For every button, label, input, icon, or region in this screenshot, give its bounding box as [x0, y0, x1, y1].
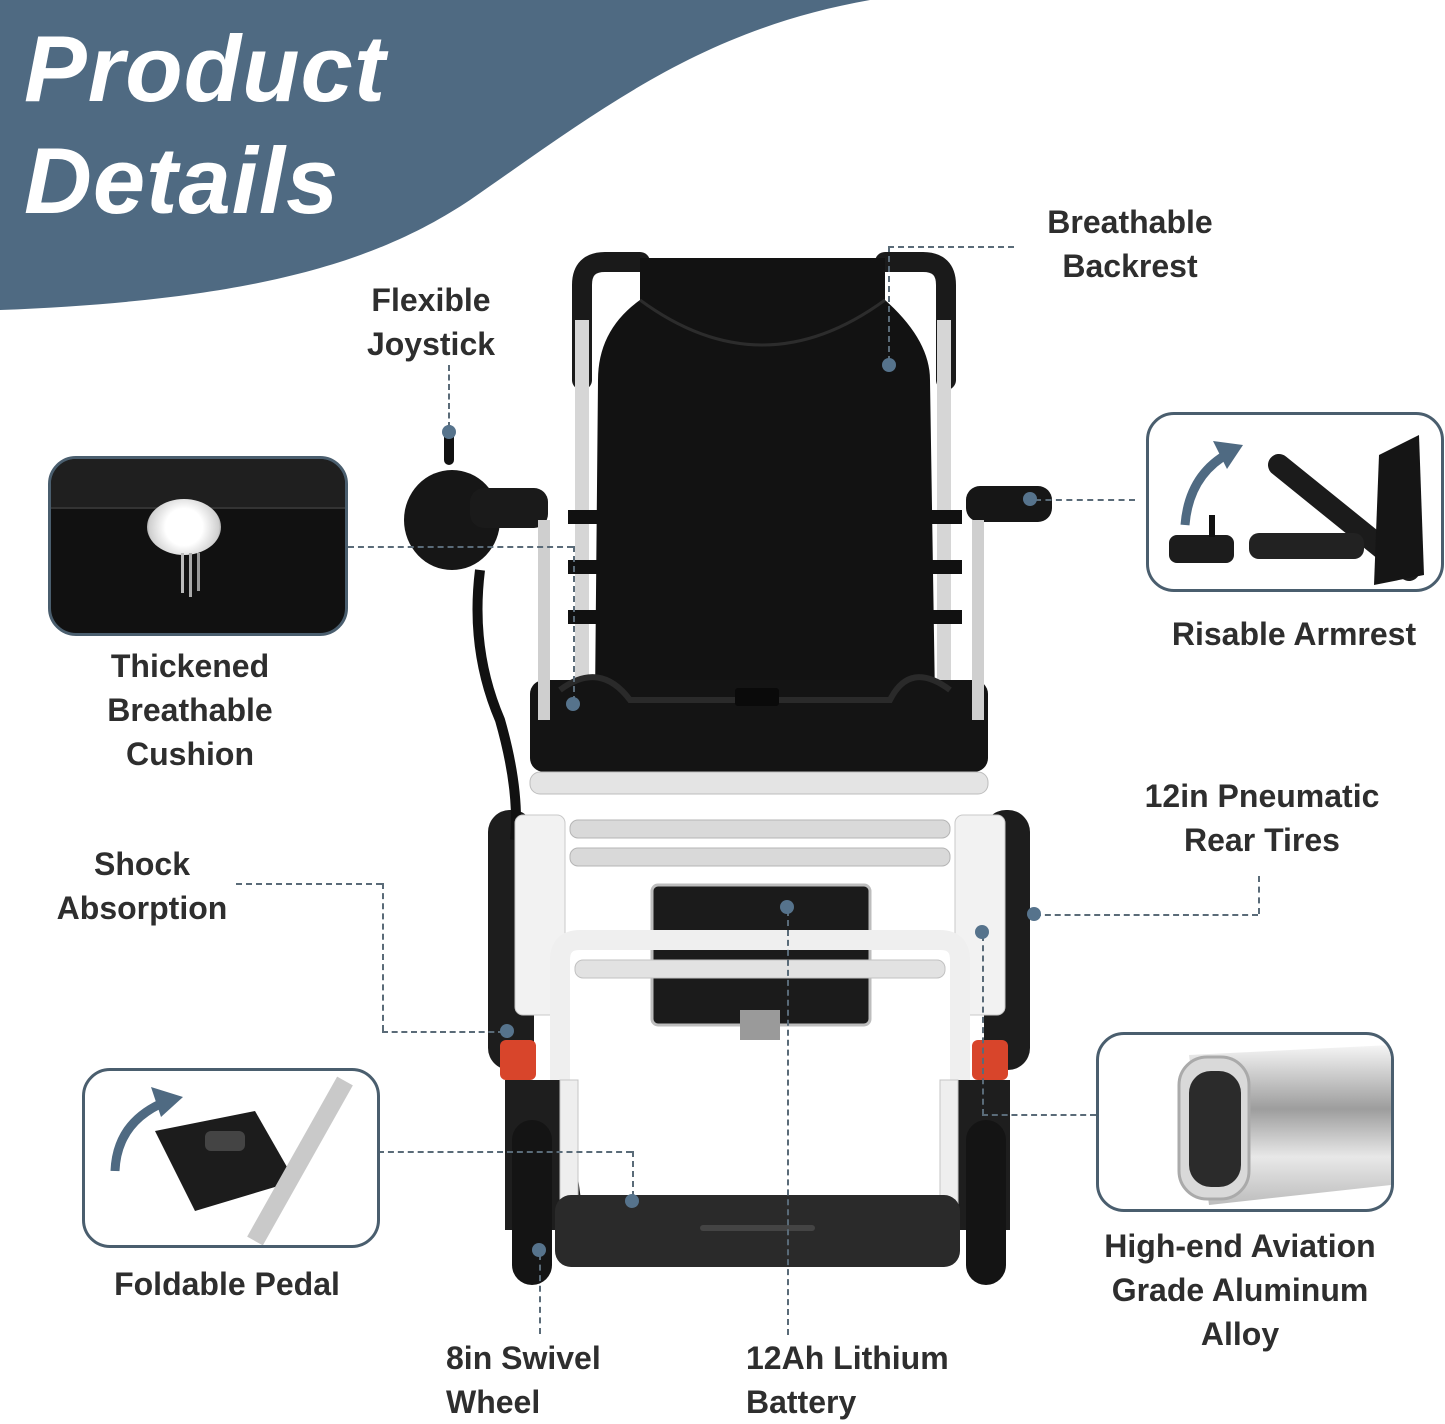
alloy-marker-dot	[975, 925, 989, 939]
tires-marker-dot	[1027, 907, 1041, 921]
armrest-marker-dot	[1023, 492, 1037, 506]
alloy-inset-image	[1096, 1032, 1394, 1212]
battery-marker-dot	[780, 900, 794, 914]
leader-alloy-h	[982, 1114, 1096, 1116]
pedal-inset-image	[82, 1068, 380, 1248]
label-shock: Shock Absorption	[56, 846, 228, 926]
leader-tires-h	[1035, 914, 1258, 916]
cushion-marker-dot	[566, 697, 580, 711]
leader-battery	[787, 910, 789, 1335]
label-armrest: Risable Armrest	[1171, 616, 1417, 652]
label-backrest: Breathable Backrest	[1047, 204, 1213, 284]
leader-tires-v	[1258, 876, 1260, 914]
header-banner	[0, 0, 870, 310]
page-title-line1: Product	[24, 16, 387, 121]
leader-shock-h2	[382, 1031, 504, 1033]
leader-armrest	[1035, 499, 1135, 501]
leader-pedal-h	[378, 1151, 632, 1153]
armrest-inset-image	[1146, 412, 1444, 592]
label-alloy: High-end Aviation Grade Aluminum Alloy	[1104, 1228, 1376, 1352]
foam-cloud-icon	[147, 499, 221, 555]
backrest-marker-dot	[882, 358, 896, 372]
leader-cushion-v	[573, 546, 575, 702]
arrow-up-icon	[1180, 449, 1232, 526]
label-pedal: Foldable Pedal	[114, 1266, 340, 1302]
joystick-marker-dot	[442, 425, 456, 439]
label-tires: 12in Pneumatic Rear Tires	[1144, 778, 1380, 858]
leader-alloy-v	[982, 935, 984, 1115]
leader-backrest-h	[888, 246, 1014, 248]
leader-swivel	[539, 1254, 541, 1334]
label-joystick: Flexible Joystick	[366, 282, 496, 362]
label-swivel: 8in Swivel Wheel	[446, 1340, 601, 1420]
leader-backrest-v	[888, 246, 890, 362]
pedal-marker-dot	[625, 1194, 639, 1208]
swivel-marker-dot	[532, 1243, 546, 1257]
leader-cushion-h	[348, 546, 573, 548]
cushion-inset-image	[48, 456, 348, 636]
leader-joystick	[448, 365, 450, 428]
shock-marker-dot	[500, 1024, 514, 1038]
label-cushion: Thickened Breathable Cushion	[107, 648, 273, 772]
label-battery: 12Ah Lithium Battery	[746, 1340, 949, 1420]
leader-pedal-v	[632, 1151, 634, 1197]
leader-shock-h	[236, 883, 382, 885]
leader-shock-v	[382, 883, 384, 1031]
page-title-line2: Details	[24, 128, 340, 233]
